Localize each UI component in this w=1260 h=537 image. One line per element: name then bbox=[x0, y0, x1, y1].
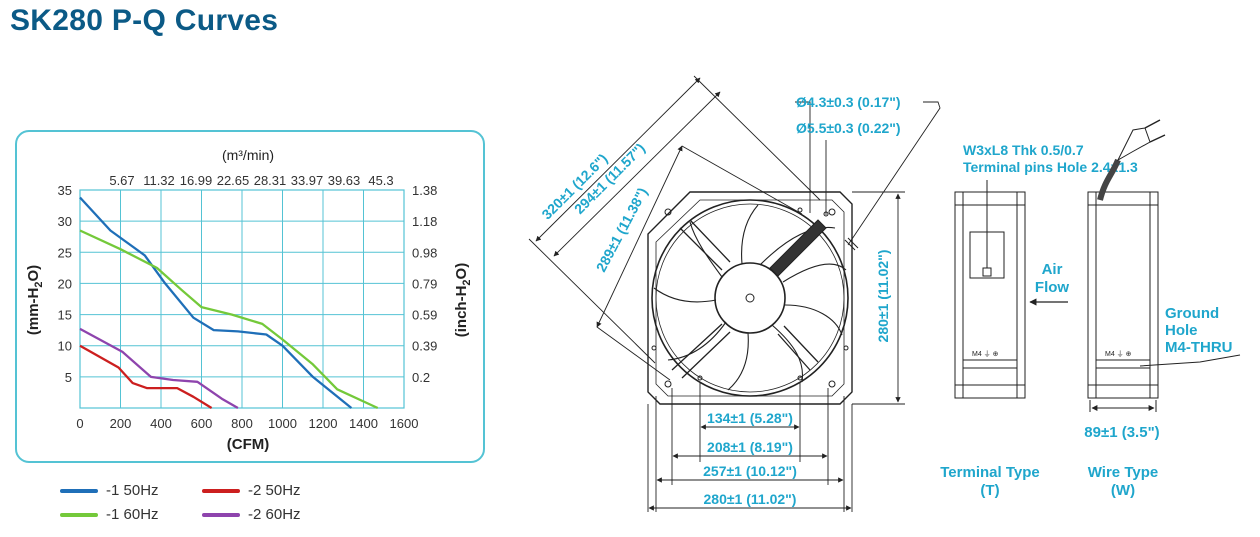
chart-frame bbox=[15, 130, 485, 463]
series-line-1 bbox=[79, 229, 379, 410]
pq-chart: 0 200 400 600 800 1000 1200 1400 1600 5 0.2 10 0.39 1… bbox=[25, 147, 473, 453]
y-right-tick-label: 1.18 bbox=[412, 214, 437, 229]
legend-item-1-60hz: -1 60Hz bbox=[60, 506, 159, 523]
series-line-3 bbox=[79, 327, 239, 409]
dim-diagonal-inner: 289±1 (11.38") bbox=[593, 185, 651, 275]
ground-label-3: M4-THRU bbox=[1165, 339, 1233, 356]
top-tick-label: 22.65 bbox=[217, 173, 250, 188]
y-right-tick-label: 0.59 bbox=[412, 308, 437, 323]
dim-width-280: 280±1 (11.02") bbox=[704, 491, 797, 507]
y-tick-label: 5 bbox=[65, 370, 72, 385]
x-tick-label: 400 bbox=[150, 416, 172, 431]
terminal-type-label: Terminal Type bbox=[940, 464, 1039, 481]
y-tick-label: 15 bbox=[58, 308, 72, 323]
series-line-2 bbox=[79, 344, 213, 409]
airflow-label-2: Flow bbox=[1035, 279, 1069, 296]
y-tick-label: 10 bbox=[58, 339, 72, 354]
y-right-tick-label: 0.39 bbox=[412, 339, 437, 354]
series-line-0 bbox=[79, 196, 353, 409]
terminal-note-2: Terminal pins Hole 2.4x1.3 bbox=[963, 159, 1138, 175]
x-tick-label: 1600 bbox=[390, 416, 419, 431]
top-axis-label: (m³/min) bbox=[222, 147, 274, 163]
page-title: SK280 P-Q Curves bbox=[10, 4, 279, 37]
diagonal-dimensions bbox=[528, 75, 821, 381]
dim-width-208: 208±1 (8.19") bbox=[707, 439, 793, 455]
wire-type-label: Wire Type bbox=[1088, 464, 1158, 481]
terminal-mark-label: M4 ⏚ ⊕ bbox=[972, 350, 998, 358]
width-dimensions bbox=[647, 382, 853, 512]
x-tick-label: 1400 bbox=[349, 416, 378, 431]
airflow-label-1: Air bbox=[1042, 261, 1063, 278]
wire-type-code: (W) bbox=[1111, 482, 1135, 499]
x-axis-label: (CFM) bbox=[227, 436, 269, 453]
y-axis-label-left: (mm-H2O) bbox=[25, 265, 45, 335]
top-tick-label: 11.32 bbox=[143, 173, 175, 188]
legend-label: -1 60Hz bbox=[106, 506, 159, 523]
wire-mark-label: M4 ⏚ ⊕ bbox=[1105, 350, 1131, 358]
hole-leaders bbox=[795, 101, 941, 246]
x-tick-label: 1000 bbox=[268, 416, 297, 431]
dim-width-257: 257±1 (10.12") bbox=[703, 463, 797, 479]
wire-type-side-view bbox=[1087, 119, 1241, 412]
dim-width-134: 134±1 (5.28") bbox=[707, 410, 793, 426]
y-right-tick-label: 0.98 bbox=[412, 245, 437, 260]
terminal-type-side-view bbox=[954, 180, 1026, 399]
top-tick-label: 16.99 bbox=[180, 173, 213, 188]
legend-label: -1 50Hz bbox=[106, 482, 159, 499]
x-tick-label: 0 bbox=[76, 416, 83, 431]
terminal-type-code: (T) bbox=[980, 482, 999, 499]
top-tick-label: 39.63 bbox=[328, 173, 361, 188]
height-dimension bbox=[852, 191, 905, 405]
y-tick-label: 30 bbox=[58, 214, 72, 229]
y-tick-label: 25 bbox=[58, 245, 72, 260]
dim-hole-small: Ø4.3±0.3 (0.17") bbox=[796, 94, 901, 110]
top-tick-label: 28.31 bbox=[254, 173, 287, 188]
y-right-tick-label: 1.38 bbox=[412, 183, 437, 198]
y-right-tick-label: 0.2 bbox=[412, 370, 430, 385]
y-tick-label: 35 bbox=[58, 183, 72, 198]
ground-label-1: Ground bbox=[1165, 305, 1219, 322]
ground-label-2: Hole bbox=[1165, 322, 1198, 339]
legend-swatch bbox=[202, 488, 240, 493]
y-tick-label: 20 bbox=[58, 276, 72, 291]
x-tick-label: 1200 bbox=[309, 416, 338, 431]
x-tick-label: 800 bbox=[231, 416, 253, 431]
y-right-tick-label: 0.79 bbox=[412, 276, 437, 291]
legend-swatch bbox=[60, 488, 98, 493]
legend-label: -2 60Hz bbox=[248, 506, 301, 523]
legend-item-2-60hz: -2 60Hz bbox=[202, 506, 301, 523]
dim-depth: 89±1 (3.5") bbox=[1084, 424, 1159, 441]
legend-item-2-50hz: -2 50Hz bbox=[202, 482, 301, 499]
top-tick-label: 45.3 bbox=[368, 173, 393, 188]
x-tick-label: 200 bbox=[110, 416, 132, 431]
dim-height: 280±1 (11.02") bbox=[875, 250, 891, 343]
legend-swatch bbox=[60, 512, 98, 517]
dim-hole-large: Ø5.5±0.3 (0.22") bbox=[796, 120, 901, 136]
legend-item-1-50hz: -1 50Hz bbox=[60, 482, 159, 499]
top-tick-label: 33.97 bbox=[291, 173, 324, 188]
terminal-note-1: W3xL8 Thk 0.5/0.7 bbox=[963, 142, 1084, 158]
fan-front-view bbox=[647, 191, 859, 405]
top-tick-label: 5.67 bbox=[109, 173, 134, 188]
x-tick-label: 600 bbox=[191, 416, 213, 431]
legend-swatch bbox=[202, 512, 240, 517]
legend-label: -2 50Hz bbox=[248, 482, 301, 499]
